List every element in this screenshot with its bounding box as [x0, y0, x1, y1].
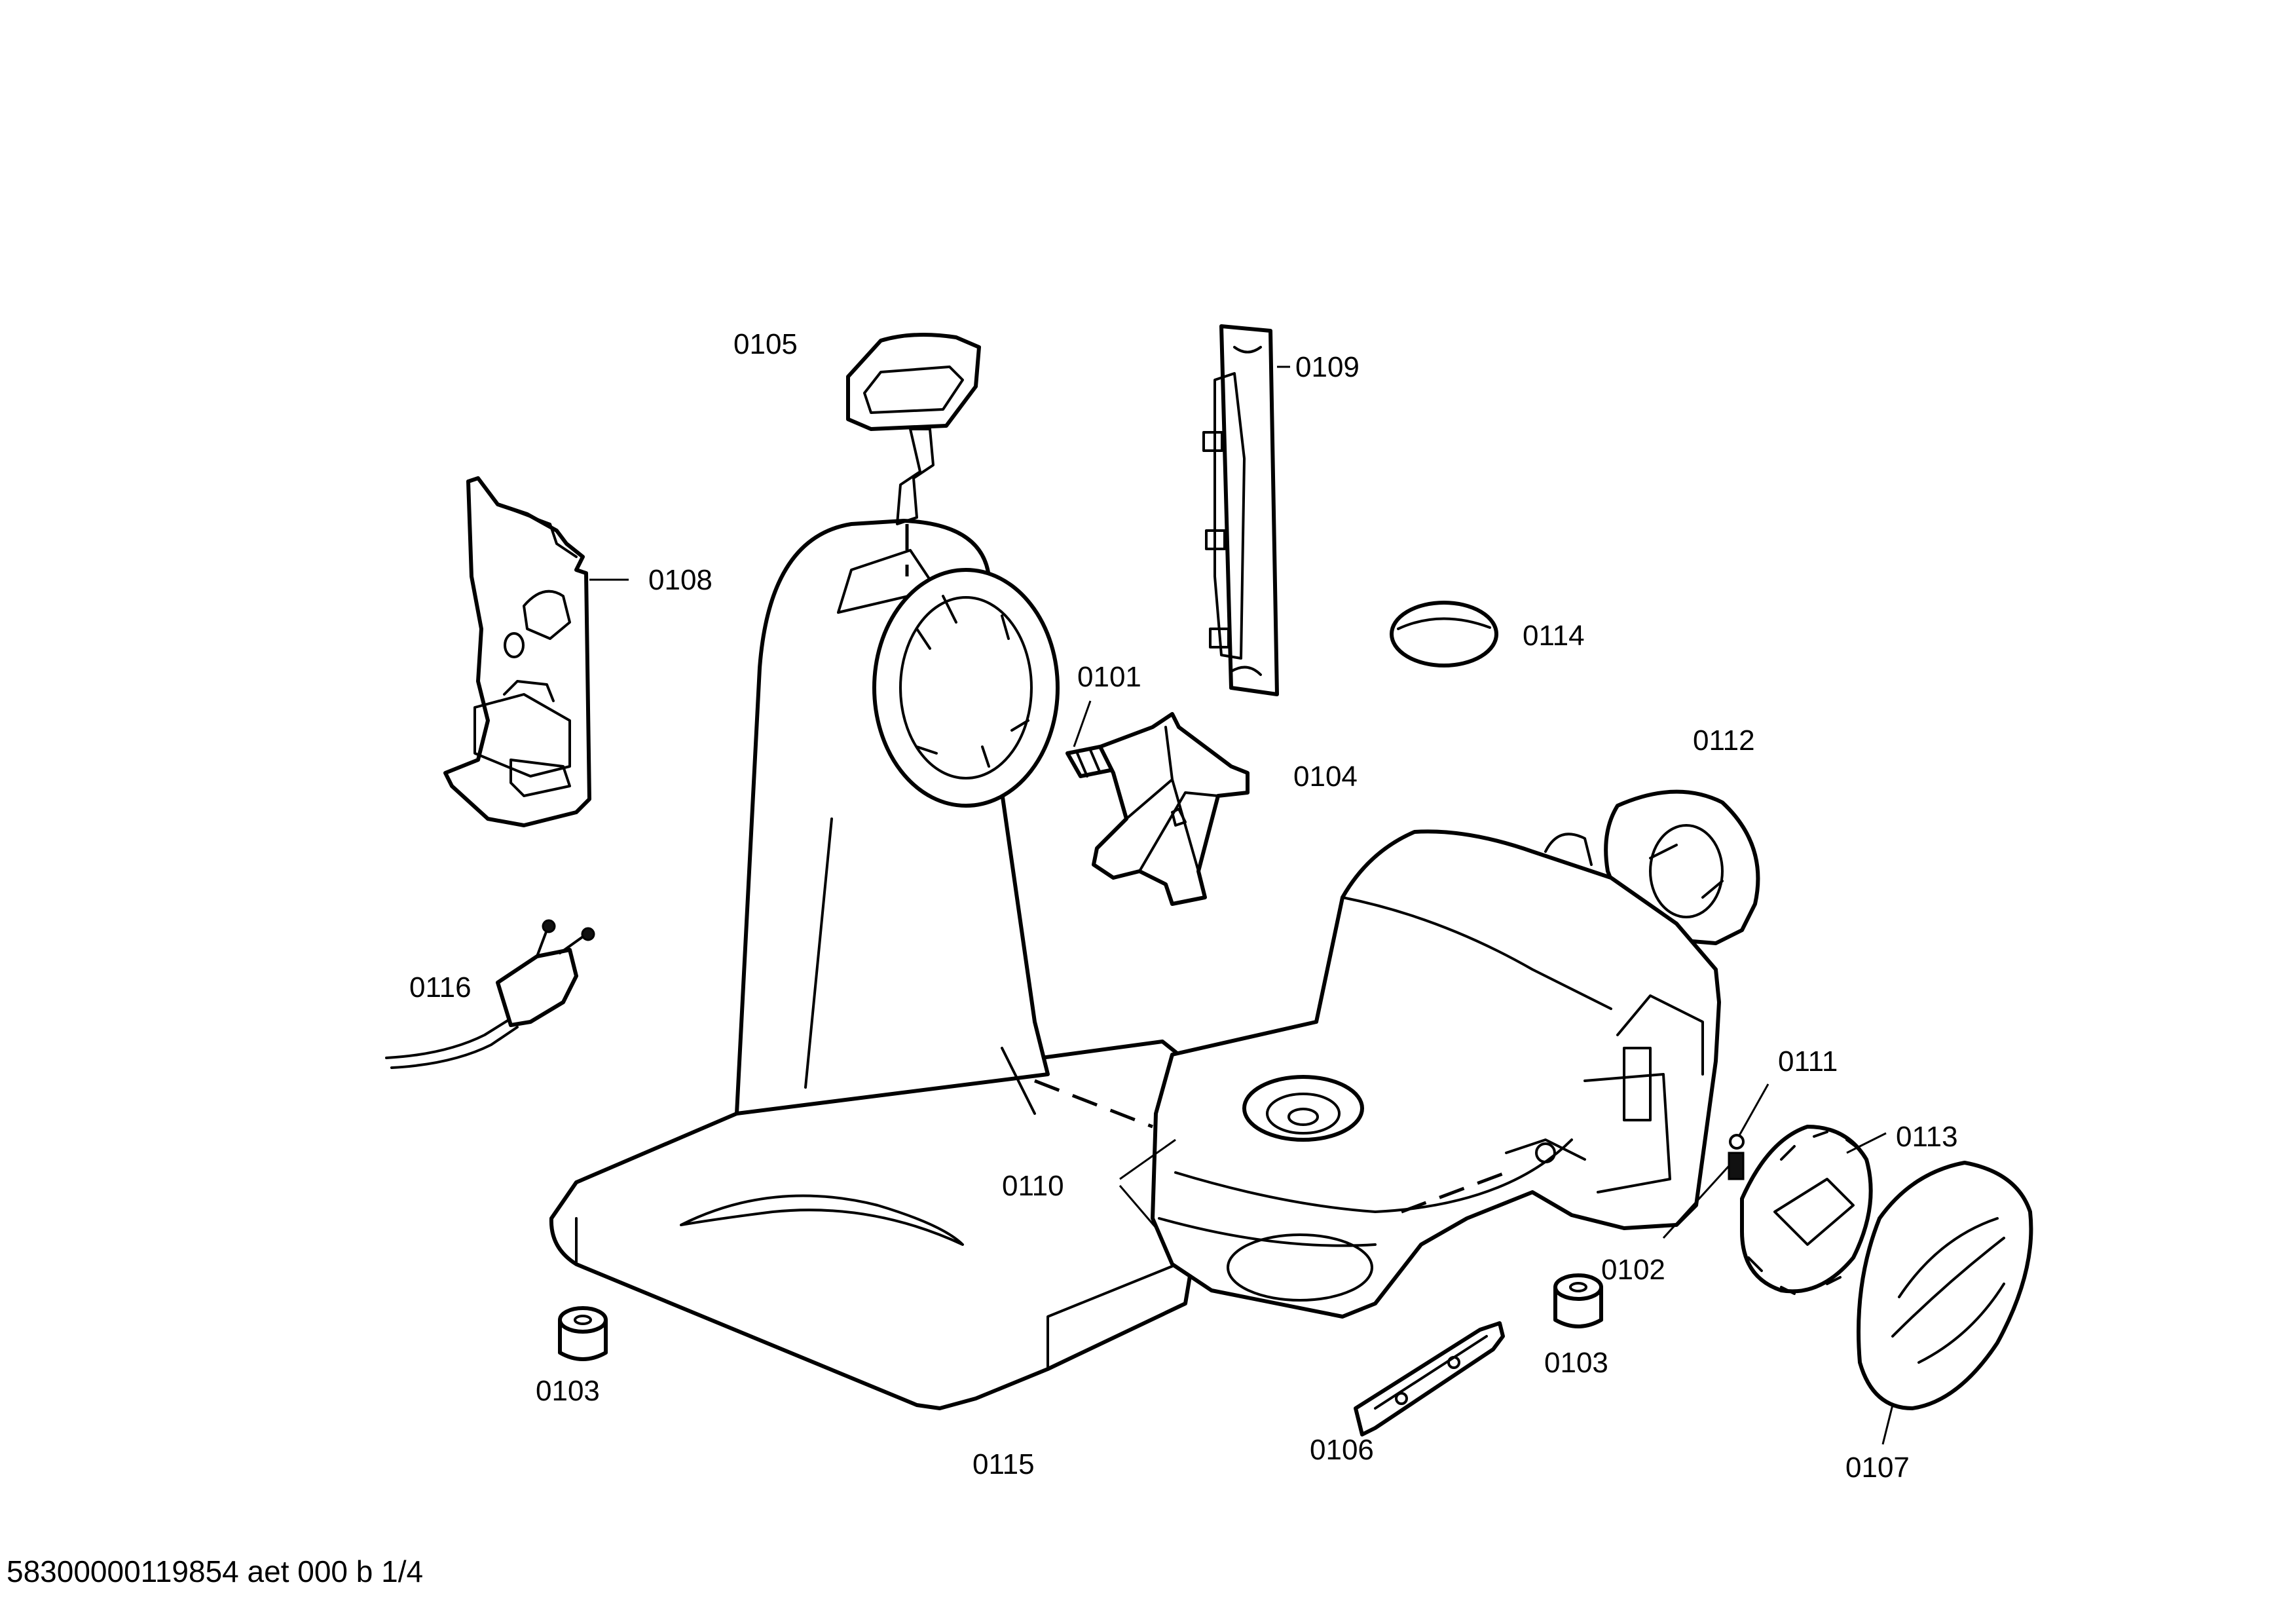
label-0110: 0110: [1002, 1170, 1064, 1202]
label-0107: 0107: [1845, 1452, 1910, 1484]
label-0103-right: 0103: [1544, 1347, 1608, 1379]
label-0115: 0115: [972, 1448, 1035, 1480]
label-0116: 0116: [409, 971, 472, 1004]
label-0102: 0102: [1601, 1254, 1665, 1286]
label-0114: 0114: [1523, 620, 1585, 652]
part-0104-frame: [1092, 712, 1250, 906]
label-0103-left: 0103: [536, 1375, 600, 1407]
part-0102-leader: [1662, 1165, 1730, 1239]
part-0105-knob: [846, 333, 981, 576]
part-0106-clip: [1354, 1321, 1505, 1436]
part-0114-disc: [1390, 601, 1498, 667]
part-0115-base: [549, 519, 1200, 1410]
part-0116-plug: [385, 919, 595, 1069]
label-0104: 0104: [1293, 760, 1358, 793]
part-0108-bracket: [443, 476, 629, 827]
label-0113: 0113: [1896, 1121, 1958, 1153]
label-0106: 0106: [1310, 1434, 1374, 1466]
part-0111-spring: [1728, 1083, 1769, 1180]
label-0112: 0112: [1693, 724, 1755, 757]
part-0103-foot-right: [1553, 1273, 1603, 1328]
part-0113-gear: [1740, 1125, 1887, 1295]
document-footer: 58300000119854 aet 000 b 1/4: [7, 1554, 424, 1588]
label-0109: 0109: [1295, 351, 1360, 383]
label-0105: 0105: [733, 328, 798, 360]
label-0108: 0108: [648, 564, 713, 596]
part-0109-strip: [1202, 324, 1290, 696]
part-0107-cover: [1857, 1161, 2033, 1445]
part-0101-shaft: [1065, 700, 1115, 778]
part-0110-motor-housing: [1119, 829, 1721, 1319]
label-0101: 0101: [1077, 661, 1141, 693]
part-0103-foot-left: [558, 1306, 608, 1361]
label-0111: 0111: [1778, 1045, 1838, 1078]
